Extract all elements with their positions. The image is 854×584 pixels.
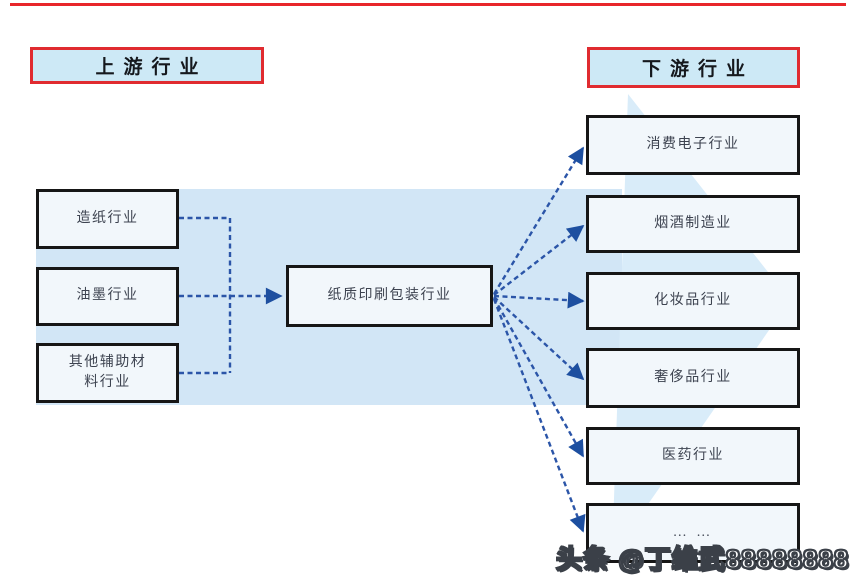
watermark-text: 头条 @丁维武88888888 <box>555 543 850 575</box>
header-upstream-industry: 上游行业 <box>30 47 264 84</box>
node-pharmaceutical-industry: 医药行业 <box>586 427 800 485</box>
node-other-auxiliary-materials-industry: 其他辅助材 料行业 <box>36 343 179 403</box>
node-consumer-electronics-industry: 消费电子行业 <box>586 115 800 175</box>
node-paper-printing-packaging-industry: 纸质印刷包装行业 <box>286 265 493 327</box>
node-luxury-goods-industry: 奢侈品行业 <box>586 348 800 408</box>
node-ellipsis-more-industries: … … <box>586 503 800 563</box>
header-downstream-industry: 下游行业 <box>587 47 800 88</box>
node-ink-industry: 油墨行业 <box>36 267 179 326</box>
node-tobacco-alcohol-manufacturing: 烟酒制造业 <box>586 195 800 253</box>
node-papermaking-industry: 造纸行业 <box>36 189 179 249</box>
top-red-rule <box>10 3 846 6</box>
node-cosmetics-industry: 化妆品行业 <box>586 272 800 330</box>
